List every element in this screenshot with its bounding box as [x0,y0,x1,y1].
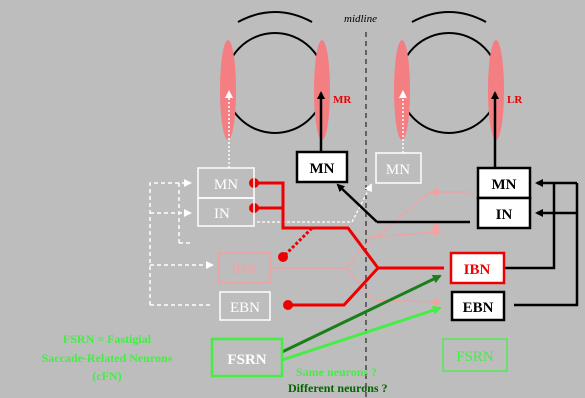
question-line-1: Same neurons ? [296,365,377,379]
fsrn-to-ebn-arrow [281,305,442,362]
in-right-label: IN [496,207,513,223]
red-dot-ibn [278,252,288,262]
right-eye [394,11,504,140]
faded-pink-connections [270,191,470,303]
ibn-right-label: IBN [464,262,491,278]
ebn-left-label: EBN [230,300,260,316]
left-eye-lateral-muscle [220,40,236,140]
fsrn-right-label: FSRN [456,349,494,365]
red-dot-ebn [283,300,293,310]
lr-label: LR [507,94,523,106]
fsrn-to-ibn-arrow [281,274,442,354]
left-dashed-feedback [149,179,214,306]
mn-right-box: MN [476,166,532,200]
in-left-to-mn-faded-dashed-2 [351,183,372,223]
legend-line-3: (cFN) [92,369,121,383]
right-eye-lateral-rectus [488,40,504,140]
right-eye-medial-muscle [394,40,410,140]
midline-label: midline [344,13,377,25]
mr-label: MR [333,94,352,106]
ibn-left-box: IBN [218,252,271,284]
fsrn-right-box: FSRN [442,338,508,372]
question-line-2: Different neurons ? [288,381,388,395]
ebn-right-label: EBN [463,300,494,316]
ebn-left-box: EBN [219,291,271,321]
ibn-left-label: IBN [231,262,257,278]
mn-right-faded-box: MN [375,152,422,184]
ebn-right-box: EBN [450,290,506,322]
left-eye [220,11,330,140]
fsrn-left-box: FSRN [210,337,284,378]
ibn-right-box: IBN [449,251,506,285]
legend-line-2: Saccade-Related Neurons [42,351,173,365]
mn-left-label: MN [214,177,238,193]
mn-center-left-box: MN [295,150,349,184]
pink-inhibitory-dot-1 [432,188,440,196]
in-left-label: IN [214,206,230,222]
legend-line-1: FSRN = Fastigial [63,332,152,346]
in-right-box: IN [476,196,532,230]
mn-right-label: MN [492,177,517,193]
mn-left-box: MN [197,167,255,199]
in-left-box: IN [197,197,255,227]
fsrn-left-label: FSRN [227,352,266,368]
mn-center-left-label: MN [310,161,335,177]
pink-inhibitory-dot-2 [432,228,440,236]
mn-right-faded-label: MN [386,162,410,178]
left-eye-medial-rectus [314,40,330,140]
black-connections [336,179,579,307]
red-inhibitory-connections [254,181,444,307]
pink-inhibitory-dot-3 [432,298,440,306]
